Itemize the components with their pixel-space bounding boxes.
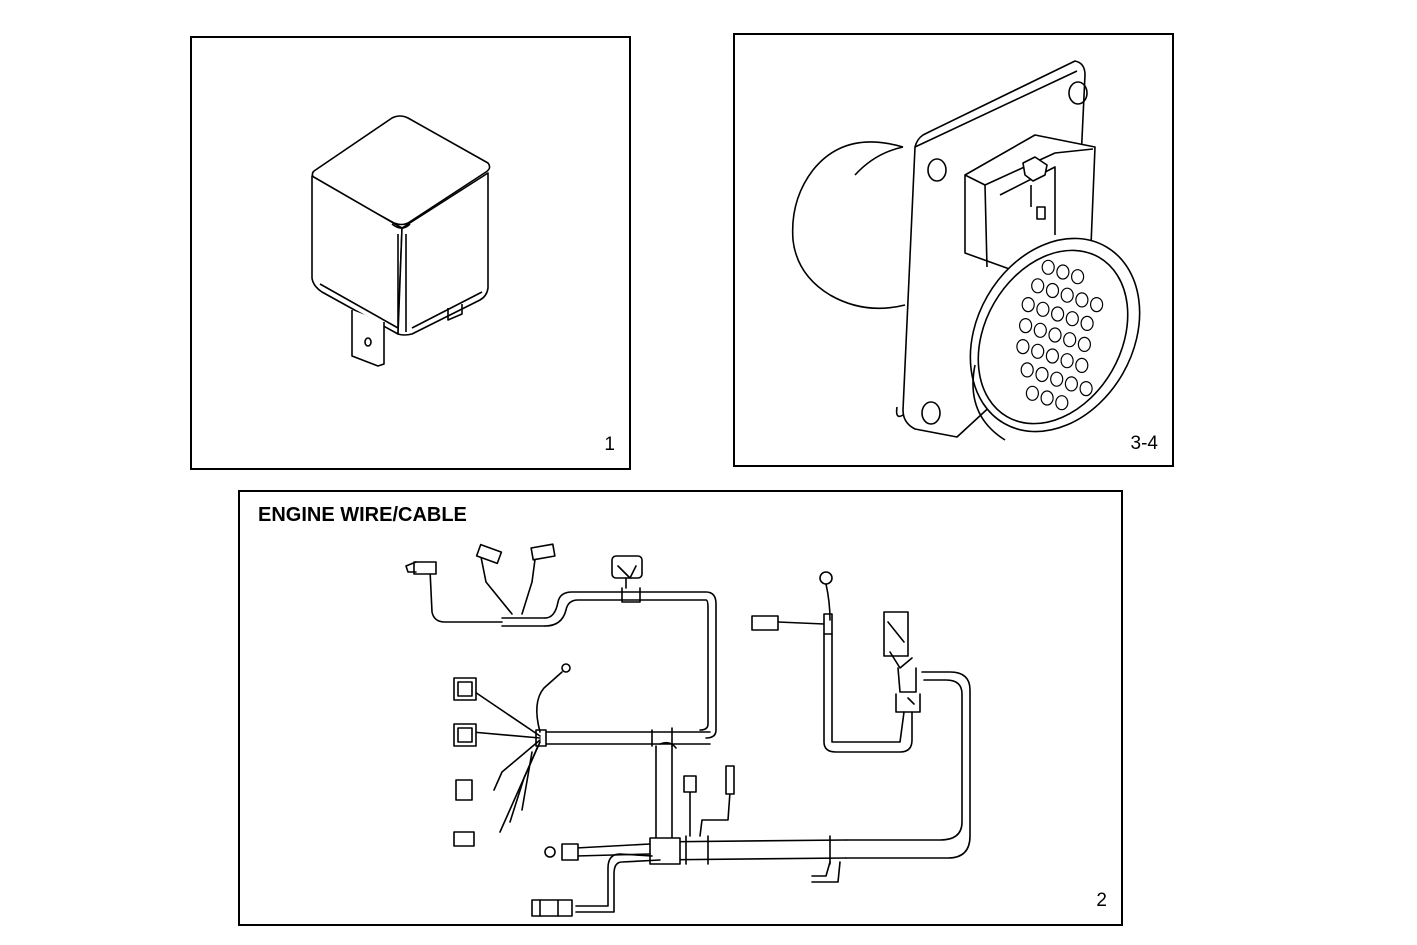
connector-pin — [1078, 337, 1090, 351]
connector-pin — [1051, 372, 1063, 386]
harness-panel: ENGINE WIRE/CABLE — [238, 490, 1123, 926]
connector-pin — [1076, 293, 1088, 307]
connector-pin — [1021, 363, 1033, 377]
connector-pin — [1049, 328, 1061, 342]
connector-pin — [1064, 333, 1076, 347]
connector-pin — [1041, 391, 1053, 405]
relay-panel: 1 — [190, 36, 631, 470]
harness-title: ENGINE WIRE/CABLE — [258, 504, 467, 526]
harness-illustration — [240, 492, 1121, 924]
connector-pin — [1046, 349, 1058, 363]
connector-illustration — [735, 35, 1172, 465]
connector-pin — [1065, 377, 1077, 391]
connector-pin — [1047, 284, 1059, 298]
connector-pin — [1042, 260, 1054, 274]
connector-pin — [1091, 298, 1103, 312]
relay-illustration — [192, 38, 629, 468]
connector-pin — [1081, 316, 1093, 330]
connector-pin — [1061, 288, 1073, 302]
connector-pin — [1052, 307, 1064, 321]
connector-pin — [1072, 270, 1084, 284]
connector-panel: 3-4 — [733, 33, 1174, 467]
connector-pin — [1066, 312, 1078, 326]
connector-pin — [1080, 382, 1092, 396]
connector-callout: 3-4 — [1130, 433, 1158, 454]
relay-callout: 1 — [604, 434, 615, 455]
connector-pin-grid — [1017, 260, 1103, 409]
connector-pin — [1026, 386, 1038, 400]
connector-pin — [1036, 368, 1048, 382]
connector-pin — [1020, 319, 1032, 333]
connector-pin — [1022, 298, 1034, 312]
connector-pin — [1017, 340, 1029, 354]
connector-pin — [1076, 358, 1088, 372]
connector-pin — [1057, 265, 1069, 279]
connector-pin — [1056, 396, 1068, 410]
connector-pin — [1032, 344, 1044, 358]
harness-callout: 2 — [1096, 890, 1107, 911]
connector-pin — [1061, 354, 1073, 368]
connector-pin — [1037, 302, 1049, 316]
connector-pin — [1032, 279, 1044, 293]
connector-pin — [1034, 323, 1046, 337]
